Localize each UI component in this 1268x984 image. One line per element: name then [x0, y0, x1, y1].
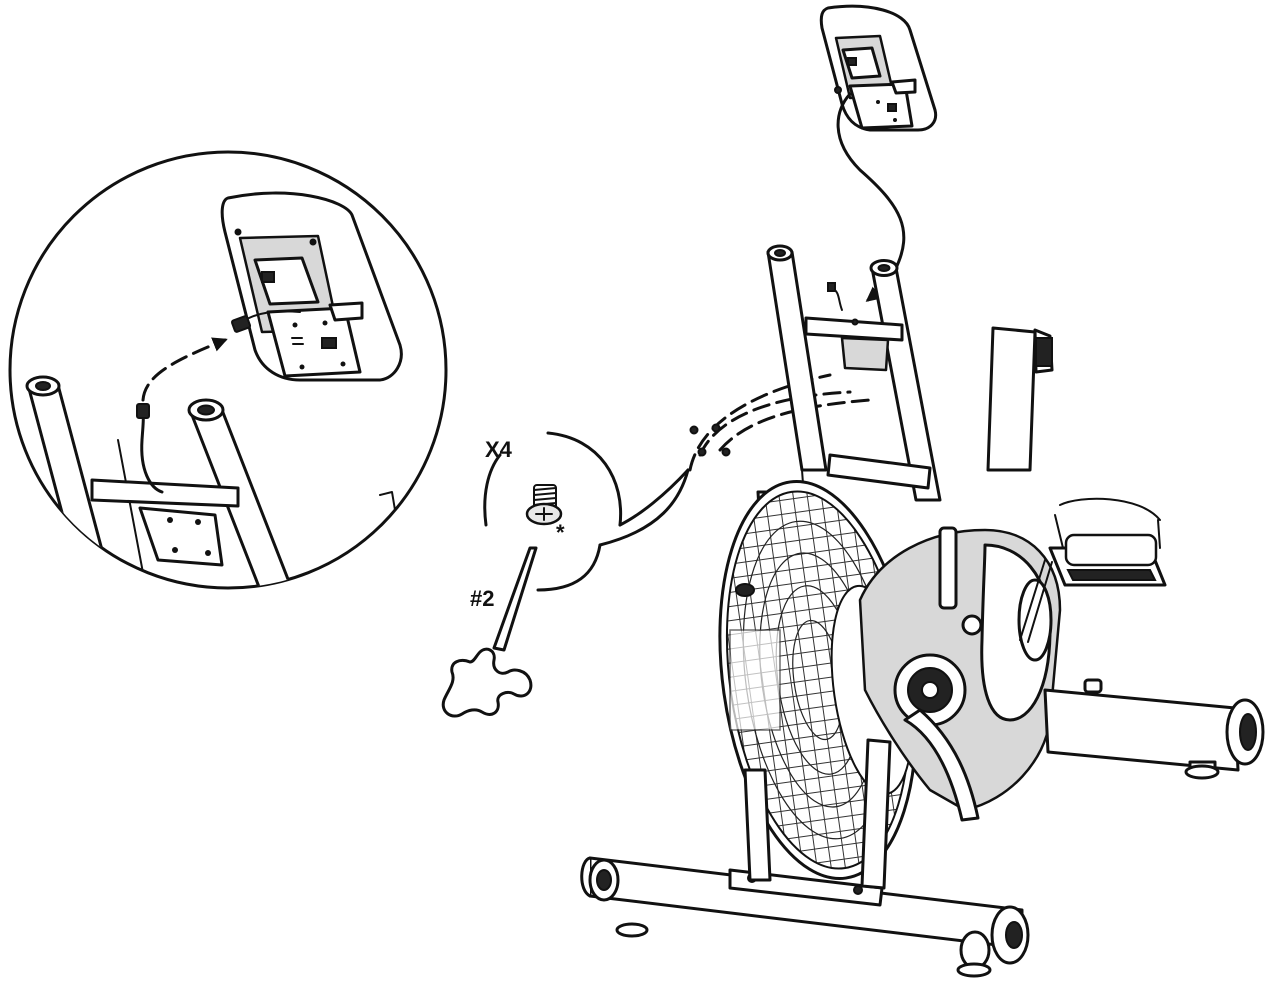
front-stabilizer — [580, 738, 1030, 978]
rear-stabilizer — [1043, 678, 1265, 780]
console-unit — [819, 4, 938, 132]
screwdriver-icon — [441, 546, 538, 718]
detail-zoom-circle — [8, 150, 448, 590]
detail-console — [220, 191, 403, 382]
tool-size-label: #2 — [470, 586, 494, 611]
detail-mount-plate — [138, 506, 224, 567]
detail-connect-arrow — [141, 337, 228, 402]
screw-callout: X4 * #2 — [470, 431, 690, 611]
screw-icon — [525, 484, 563, 526]
asterisk-mark: * — [556, 520, 565, 545]
detail-crossbar — [90, 478, 240, 508]
fan-wheel — [718, 480, 918, 880]
drive-housing — [735, 497, 1167, 822]
quantity-label: X4 — [485, 437, 513, 462]
